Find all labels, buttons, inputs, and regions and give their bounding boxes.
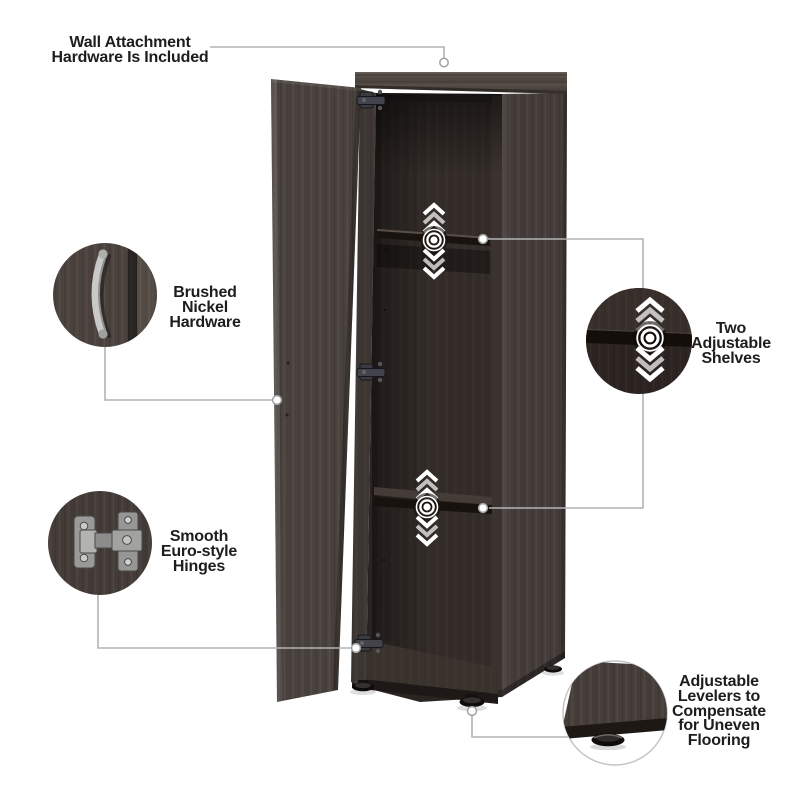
chevron-down-icon	[422, 248, 446, 280]
inset-leveler	[562, 660, 668, 766]
leader-lines	[97, 46, 644, 738]
leveler-feet	[350, 665, 564, 712]
leader-endpoint-dot	[477, 233, 489, 245]
door-panel	[271, 79, 361, 702]
right-side-panel	[502, 93, 567, 697]
cabinet-interior	[366, 93, 502, 702]
euro-hinge-icon	[73, 511, 143, 572]
inset-handle	[53, 243, 157, 347]
leader-endpoint-dot	[439, 57, 449, 68]
door-hinge-bottom	[354, 632, 384, 654]
callout-label-brushed-nickel: Brushed Nickel Hardware	[169, 284, 241, 331]
top-panel	[355, 72, 567, 94]
plinth-edge	[563, 718, 667, 739]
shelf-adjust-indicator-upper	[420, 202, 448, 280]
leader-endpoint-dot	[477, 502, 489, 514]
shelf-adjust-indicator-lower	[413, 469, 441, 547]
adjust-target-icon	[415, 495, 439, 519]
leader-shelves	[477, 233, 644, 514]
nickel-handle-icon	[91, 249, 111, 339]
callout-label-wall-attachment: Wall Attachment Hardware Is Included	[51, 34, 209, 66]
callout-label-adjustable-levelers: Adjustable Levelers to Compensate for Un…	[671, 673, 767, 750]
leader-hinges	[97, 595, 362, 654]
inset-hinge	[48, 491, 152, 595]
inset-shelf	[586, 288, 692, 394]
door-pin-hole	[286, 361, 290, 365]
leader-endpoint-dot	[466, 705, 478, 717]
leader-wall-attachment	[210, 46, 449, 68]
chevron-down-icon	[635, 346, 665, 383]
door-hinge-middle	[356, 361, 386, 383]
door-pin-hole	[285, 413, 289, 417]
door-hinge-top	[356, 89, 386, 111]
leader-endpoint-dot	[350, 642, 362, 654]
leader-endpoint-dot	[271, 394, 283, 406]
chevron-down-icon	[415, 515, 439, 547]
callout-label-adjustable-shelves: Two Adjustable Shelves	[691, 320, 771, 367]
leader-handle	[104, 347, 283, 406]
adjust-target-icon	[636, 324, 664, 352]
cabinet-bottom-panel	[352, 640, 498, 704]
callout-label-euro-hinges: Smooth Euro-style Hinges	[160, 528, 238, 575]
adjust-target-icon	[422, 228, 446, 252]
leader-levelers	[466, 705, 568, 738]
cabinet-illustration	[271, 72, 567, 712]
left-front-stile	[351, 89, 376, 688]
leveler-foot-icon	[590, 733, 626, 751]
